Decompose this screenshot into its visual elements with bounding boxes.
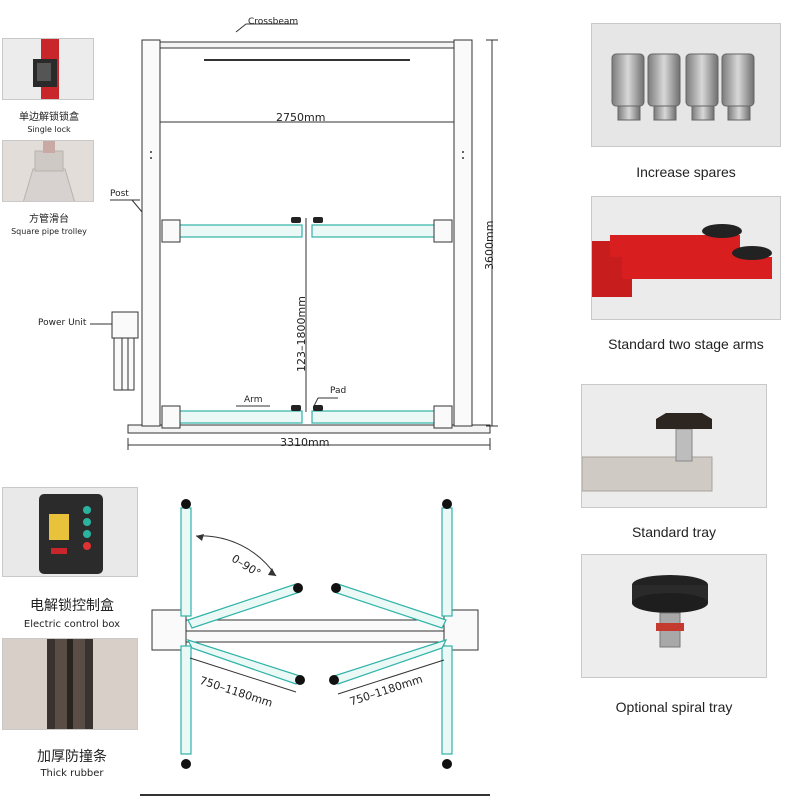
square-pipe-photo [2, 140, 94, 202]
control-box-photo [2, 487, 138, 577]
height-dimension: 3600mm [483, 220, 496, 270]
standard-tray-image [582, 385, 766, 507]
single-lock-caption-en: Single lock [27, 125, 71, 134]
spares-image [592, 24, 780, 146]
crossbeam-label: Crossbeam [248, 17, 299, 27]
spiral-tray-image [582, 555, 766, 677]
spiral-tray-caption: Optional spiral tray [615, 699, 733, 715]
thick-rubber-image [3, 639, 137, 729]
two-stage-arms-image [592, 197, 780, 319]
pad-label: Pad [330, 386, 347, 396]
power-unit-label: Power Unit [38, 318, 87, 328]
spares-photo [591, 23, 781, 147]
lift-range-dimension: 123–1800mm [295, 296, 308, 372]
control-box-caption-en: Electric control box [23, 619, 121, 630]
standard-tray-photo [581, 384, 767, 508]
post-label: Post [110, 189, 129, 199]
arm-label: Arm [244, 395, 263, 405]
two-stage-arms-caption: Standard two stage arms [608, 336, 764, 352]
control-box-caption-cn: 电解锁控制盒 [30, 598, 114, 614]
spares-caption: Increase spares [636, 164, 736, 180]
thick-rubber-caption-en: Thick rubber [40, 768, 104, 779]
square-pipe-caption-en: Square pipe trolley [11, 227, 87, 236]
control-box-image [3, 488, 137, 576]
single-lock-photo [2, 38, 94, 100]
thick-rubber-caption-cn: 加厚防撞条 [37, 749, 107, 765]
inner-width-dimension: 2750mm [276, 111, 326, 124]
single-lock-caption-cn: 单边解锁锁盒 [19, 112, 79, 123]
thick-rubber-photo [2, 638, 138, 730]
standard-tray-caption: Standard tray [631, 524, 717, 540]
top-view-drawing [140, 499, 490, 796]
front-view-drawing [90, 23, 498, 450]
spiral-tray-photo [581, 554, 767, 678]
square-pipe-caption-cn: 方管滑台 [29, 214, 69, 225]
two-stage-arms-photo [591, 196, 781, 320]
single-lock-image [3, 39, 93, 99]
square-pipe-image [3, 141, 93, 201]
outer-width-dimension: 3310mm [280, 436, 330, 449]
